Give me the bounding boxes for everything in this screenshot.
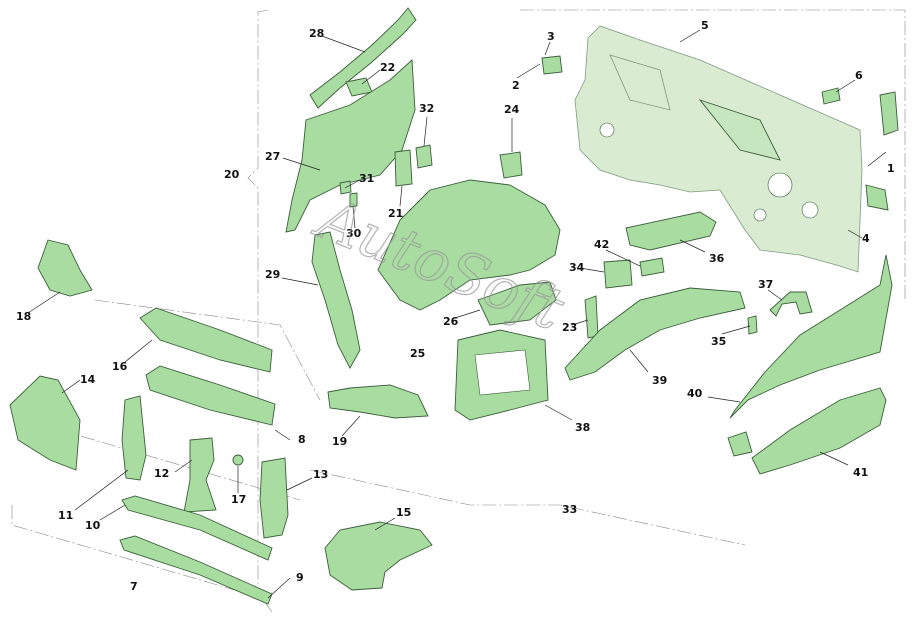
part-34-bracket [603, 259, 633, 289]
callout-14: 14 [80, 373, 96, 386]
part-15-panel [324, 521, 433, 591]
callout-29: 29 [265, 268, 280, 281]
callout-17: 17 [231, 493, 246, 506]
part-3-bracket [541, 55, 563, 75]
part-41-bracket [727, 431, 753, 457]
callout-31: 31 [359, 172, 374, 185]
callout-22: 22 [380, 61, 395, 74]
part-41-sill [751, 387, 887, 475]
callout-19: 19 [332, 435, 347, 448]
callout-38: 38 [575, 421, 590, 434]
part-28-upper-rail [309, 7, 417, 109]
callout-40: 40 [687, 387, 703, 400]
part-16-crossmember [139, 307, 273, 373]
callout-10: 10 [85, 519, 101, 532]
callout-24: 24 [504, 103, 520, 116]
part-17-nut [232, 454, 244, 466]
callout-13: 13 [313, 468, 328, 481]
callout-32: 32 [419, 102, 434, 115]
callout-37: 37 [758, 278, 773, 291]
part-39-wheel-arch [564, 287, 746, 381]
part-21-bracket [394, 149, 413, 187]
callout-25: 25 [410, 347, 425, 360]
callout-26: 26 [443, 315, 459, 328]
callout-39: 39 [652, 374, 667, 387]
part-35-clip [747, 315, 758, 335]
callout-2: 2 [512, 79, 520, 92]
callout-12: 12 [154, 467, 169, 480]
bracket-group-33 [309, 469, 746, 546]
callout-35: 35 [711, 335, 726, 348]
callout-1: 1 [887, 162, 895, 175]
callout-20: 20 [224, 168, 240, 181]
callout-5: 5 [701, 19, 709, 32]
guide-line-b [59, 429, 301, 501]
callout-9: 9 [296, 571, 304, 584]
part-14-panel [9, 375, 81, 471]
part-42-bracket [639, 257, 665, 277]
callout-42: 42 [594, 238, 609, 251]
part-30-clip [349, 192, 358, 208]
part-1-bracket [865, 184, 889, 211]
callout-36: 36 [709, 252, 725, 265]
callout-34: 34 [569, 261, 585, 274]
part-18-bracket [37, 239, 93, 297]
part-40-side-panel [729, 254, 893, 419]
callout-28: 28 [309, 27, 324, 40]
callout-4: 4 [862, 232, 870, 245]
part-29-pillar [311, 231, 361, 369]
part-19-bracket [327, 384, 429, 419]
bracket-group-20 [247, 9, 269, 600]
part-24-bracket [499, 151, 523, 179]
part-8-crossmember [145, 365, 276, 426]
callout-27: 27 [265, 150, 280, 163]
part-6-clip [821, 87, 841, 105]
part-23-strip [584, 295, 599, 339]
part-26-reinforcement [477, 281, 557, 326]
callout-15: 15 [396, 506, 411, 519]
part-37-handle [769, 291, 813, 317]
callout-8: 8 [298, 433, 306, 446]
callout-21: 21 [388, 207, 403, 220]
callout-16: 16 [112, 360, 128, 373]
part-10-beam [121, 495, 273, 561]
callout-30: 30 [346, 227, 362, 240]
callout-labels: 1 2 3 4 5 6 7 8 9 10 11 12 13 14 15 16 1… [16, 19, 895, 593]
callout-33: 33 [562, 503, 577, 516]
part-12-reinforcement [183, 437, 217, 513]
callout-3: 3 [547, 30, 555, 43]
part-32-bracket [415, 144, 433, 169]
part-front-panel [574, 25, 863, 273]
frame-upper-right [520, 9, 906, 300]
callout-11: 11 [58, 509, 73, 522]
callout-18: 18 [16, 310, 31, 323]
part-25-wheelhouse [377, 179, 561, 311]
callout-7: 7 [130, 580, 138, 593]
callout-41: 41 [853, 466, 868, 479]
callout-23: 23 [562, 321, 577, 334]
part-13-pillar [259, 457, 289, 539]
part-1-upper-bracket [879, 91, 899, 136]
callout-6: 6 [855, 69, 863, 82]
part-9-beam [119, 535, 273, 605]
bracket-group-7 [11, 505, 273, 613]
part-36-crossmember [625, 211, 717, 251]
leader-lines [27, 29, 887, 599]
part-11-pillar [121, 395, 147, 481]
